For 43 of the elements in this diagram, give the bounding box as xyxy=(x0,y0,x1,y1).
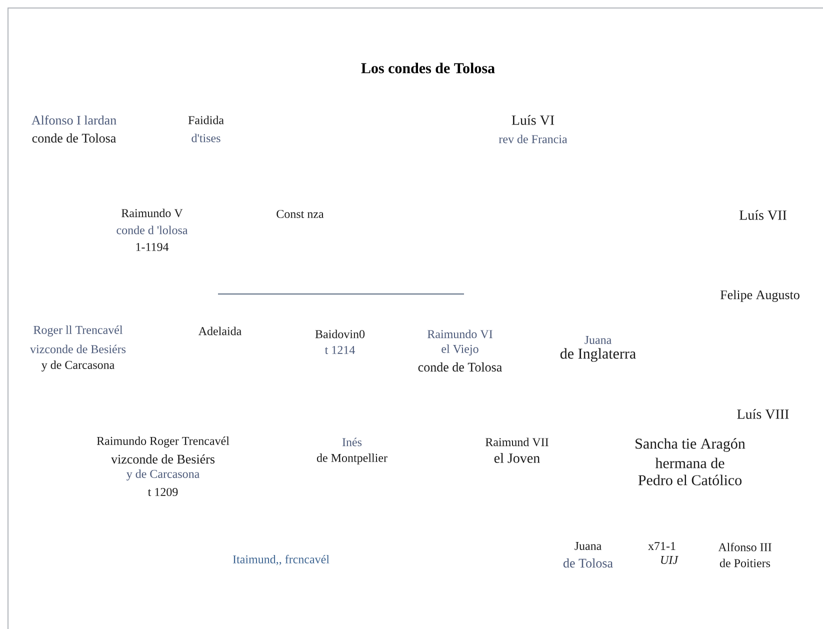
name-label: Baidovin0 xyxy=(315,330,365,338)
name-label: Raimundo VI xyxy=(428,330,492,338)
name-label: conde de Tolosa xyxy=(32,133,116,143)
name-label: de Montpellier xyxy=(316,454,388,464)
name-label: Inés xyxy=(342,438,362,446)
name-label: x71-1 xyxy=(648,542,676,550)
name-label: d'tises xyxy=(192,134,220,142)
name-label: t 1214 xyxy=(324,346,355,354)
name-label: Juana xyxy=(574,542,602,550)
name-label: de Tolosa xyxy=(563,558,613,568)
name-label: Felipe Augusto xyxy=(720,290,800,302)
name-label: Faidida xyxy=(188,116,224,124)
name-label: y de Carcasona xyxy=(42,360,114,372)
name-label: Juana xyxy=(584,336,612,344)
name-label: el Joven xyxy=(494,453,540,463)
name-label: Raimund VII xyxy=(486,438,548,446)
name-label: y de Carcasona xyxy=(126,470,200,480)
name-label: Pedro el Católico xyxy=(638,474,742,486)
name-label: Const nza xyxy=(276,210,324,218)
name-label: Roger ll Trencavél xyxy=(34,326,123,336)
name-label: Luís VII xyxy=(740,210,786,220)
name-label: vizconde de Besiérs xyxy=(30,344,126,354)
name-label: Alfonso I lardan xyxy=(32,115,116,125)
name-label: vizconde de Besiérs xyxy=(111,454,215,464)
name-label: UIJ xyxy=(661,556,678,564)
name-label: Luís VI xyxy=(512,115,554,125)
name-label: Alfonso III xyxy=(718,542,772,552)
name-label: Luís VIII xyxy=(737,409,789,419)
name-label: t 1209 xyxy=(148,488,178,496)
name-label: Adelaida xyxy=(198,326,242,336)
name-label: hermana de xyxy=(655,458,724,468)
name-label: conde d 'lolosa xyxy=(116,226,188,234)
name-label: de Inglaterra xyxy=(560,348,636,362)
name-label: de Poitiers xyxy=(720,558,770,568)
name-label: Sancha tie Aragón xyxy=(636,438,746,452)
name-label: conde de Tolosa xyxy=(418,362,502,372)
name-label: 1-1194 xyxy=(136,242,169,252)
title: Los condes de Tolosa xyxy=(361,62,495,74)
name-label: rev de Francia xyxy=(498,134,568,144)
name-label: el Viejo xyxy=(442,344,478,356)
name-label: Raimundo V xyxy=(122,208,183,218)
name-label: Raimundo Roger Trencavél xyxy=(96,436,230,448)
name-label: Itaimund,, frcncavél xyxy=(232,554,330,566)
